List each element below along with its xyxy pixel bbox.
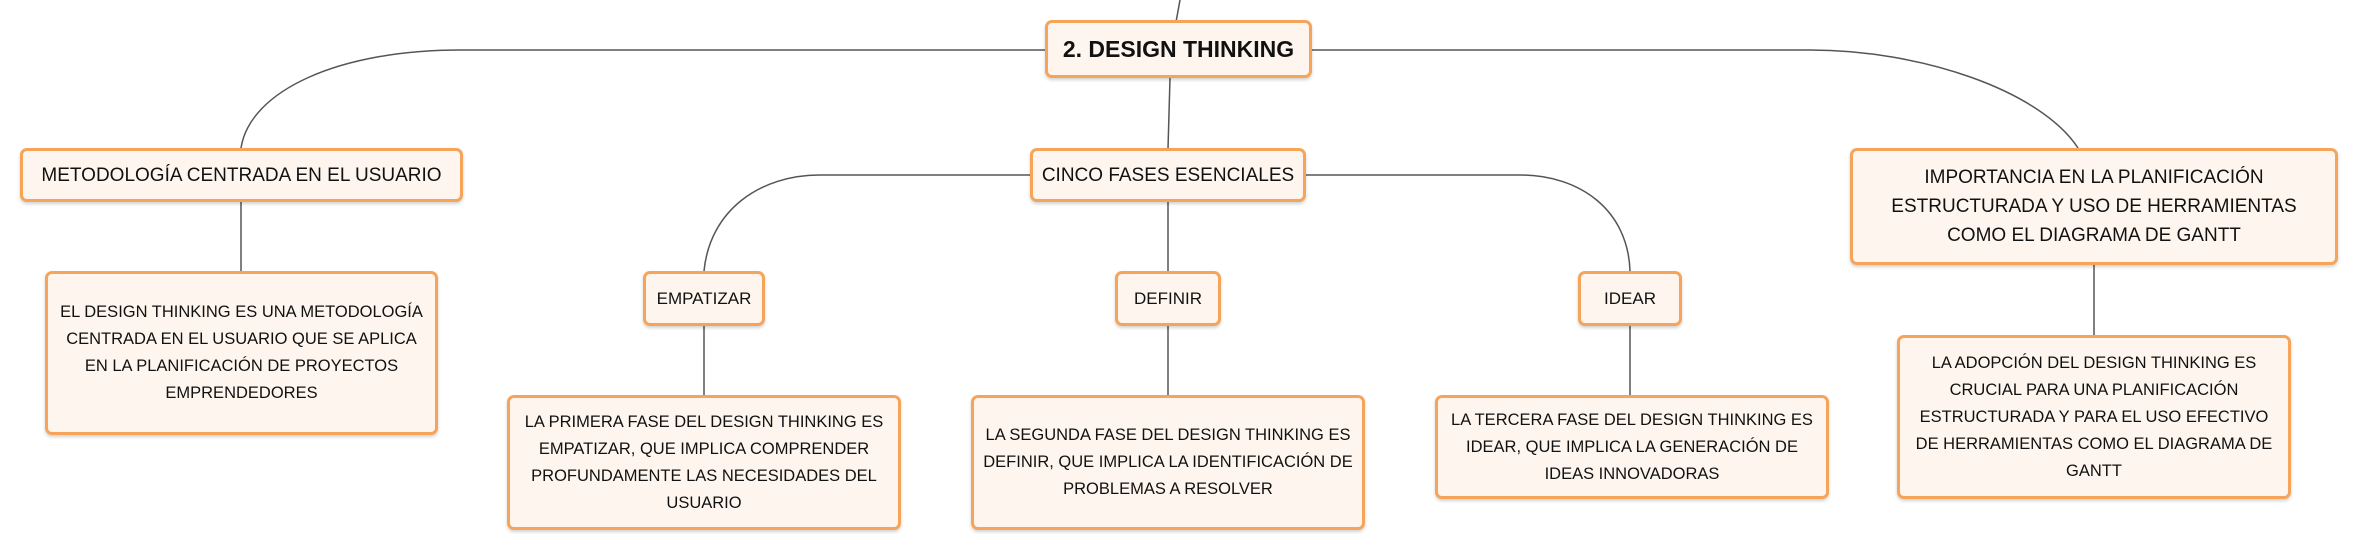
connector-fases-to-empatizar	[703, 174, 1030, 272]
topic-importancia-label: IMPORTANCIA EN LA PLANIFICACIÓN ESTRUCTU…	[1891, 167, 2297, 246]
subtopic-empatizar[interactable]: EMPATIZAR	[643, 271, 765, 326]
subtopic-definir[interactable]: DEFINIR	[1115, 271, 1221, 326]
root-label: 2. DESIGN THINKING	[1062, 35, 1295, 62]
desc-empatizar[interactable]: LA PRIMERA FASE DEL DESIGN THINKING ES E…	[507, 395, 901, 530]
subtopic-idear[interactable]: IDEAR	[1578, 271, 1682, 326]
topic-metodologia-label: METODOLOGÍA CENTRADA EN EL USUARIO	[41, 164, 442, 186]
desc-empatizar-text: LA PRIMERA FASE DEL DESIGN THINKING ES E…	[524, 412, 884, 512]
subtopic-idear-label: IDEAR	[1604, 288, 1656, 308]
desc-idear[interactable]: LA TERCERA FASE DEL DESIGN THINKING ES I…	[1435, 395, 1829, 499]
topic-cinco-fases[interactable]: CINCO FASES ESENCIALES	[1030, 148, 1306, 202]
desc-metodologia-text: EL DESIGN THINKING ES UNA METODOLOGÍA CE…	[60, 303, 423, 402]
desc-importancia-text: LA ADOPCIÓN DEL DESIGN THINKING ES CRUCI…	[1915, 353, 2273, 480]
desc-definir-text: LA SEGUNDA FASE DEL DESIGN THINKING ES D…	[983, 426, 1353, 498]
root-node[interactable]: 2. DESIGN THINKING	[1045, 20, 1312, 78]
desc-definir[interactable]: LA SEGUNDA FASE DEL DESIGN THINKING ES D…	[971, 395, 1365, 530]
desc-idear-text: LA TERCERA FASE DEL DESIGN THINKING ES I…	[1451, 410, 1813, 483]
desc-metodologia[interactable]: EL DESIGN THINKING ES UNA METODOLOGÍA CE…	[45, 271, 438, 435]
topic-importancia[interactable]: IMPORTANCIA EN LA PLANIFICACIÓN ESTRUCTU…	[1850, 148, 2338, 265]
desc-importancia[interactable]: LA ADOPCIÓN DEL DESIGN THINKING ES CRUCI…	[1897, 335, 2291, 499]
topic-metodologia[interactable]: METODOLOGÍA CENTRADA EN EL USUARIO	[20, 148, 463, 202]
connector-root-to-importancia	[1312, 49, 2079, 149]
connector-root-to-metodologia	[240, 49, 1045, 149]
subtopic-empatizar-label: EMPATIZAR	[656, 288, 752, 308]
subtopic-definir-label: DEFINIR	[1134, 288, 1202, 308]
connector-fases-to-idear	[1306, 174, 1631, 272]
connector-root-to-fases	[1167, 77, 1171, 150]
topic-cinco-fases-label: CINCO FASES ESENCIALES	[1041, 164, 1295, 186]
connector-root-parent	[1175, 0, 1181, 23]
